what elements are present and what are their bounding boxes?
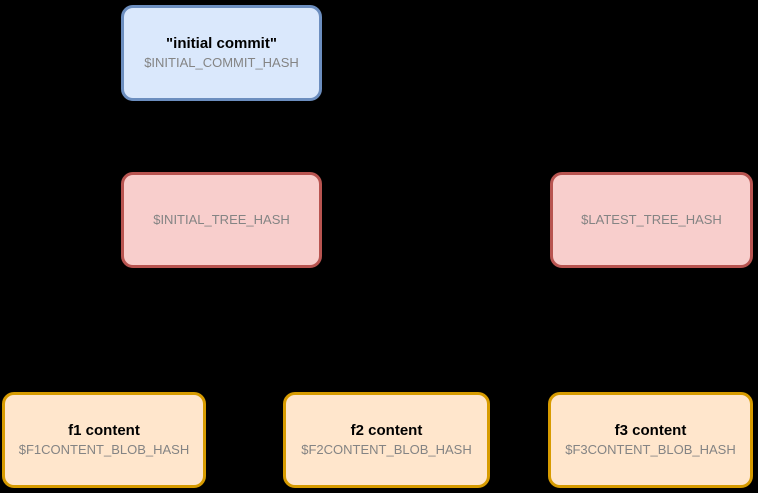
blob-f1-hash: $F1CONTENT_BLOB_HASH — [18, 442, 190, 458]
latest-tree-node: $LATEST_TREE_HASH — [550, 172, 753, 268]
initial-tree-node: $INITIAL_TREE_HASH — [121, 172, 322, 268]
blob-f2-hash: $F2CONTENT_BLOB_HASH — [301, 442, 472, 458]
commit-hash: $INITIAL_COMMIT_HASH — [144, 55, 299, 71]
blob-f1-node: f1 content $F1CONTENT_BLOB_HASH — [2, 392, 206, 488]
blob-f3-hash: $F3CONTENT_BLOB_HASH — [565, 442, 736, 458]
blob-f3-title: f3 content — [614, 422, 687, 440]
commit-title: "initial commit" — [166, 35, 277, 53]
commit-node: "initial commit" $INITIAL_COMMIT_HASH — [121, 5, 322, 101]
initial-tree-hash: $INITIAL_TREE_HASH — [153, 212, 290, 228]
blob-f2-node: f2 content $F2CONTENT_BLOB_HASH — [283, 392, 490, 488]
latest-tree-hash: $LATEST_TREE_HASH — [581, 212, 722, 228]
blob-f1-title: f1 content — [68, 422, 140, 440]
blob-f2-title: f2 content — [350, 422, 423, 440]
blob-f3-node: f3 content $F3CONTENT_BLOB_HASH — [548, 392, 753, 488]
